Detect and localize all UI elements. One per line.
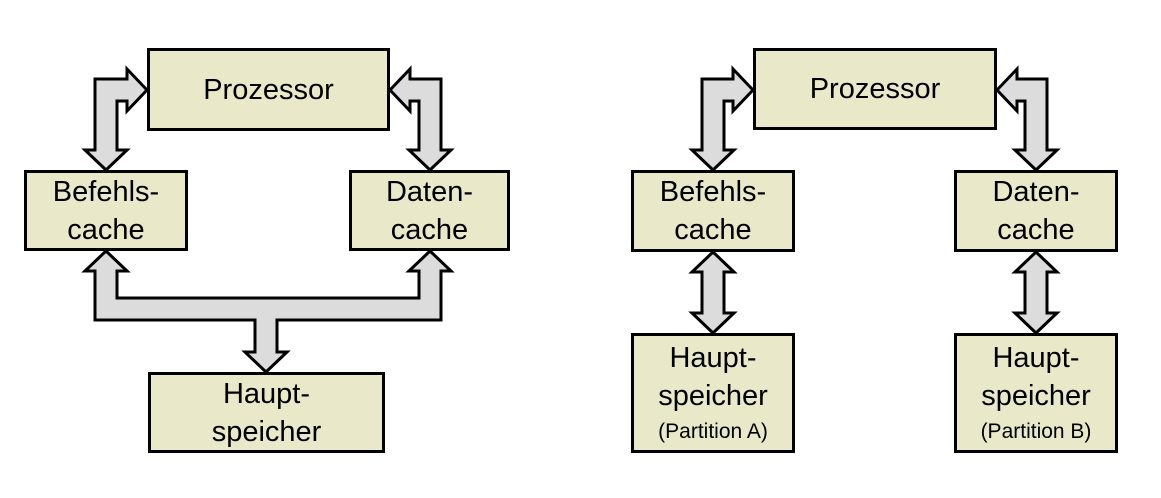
node-label-line2: speicher xyxy=(211,415,322,448)
node-label-line2: cache xyxy=(674,214,752,246)
node-label-line1: Daten- xyxy=(992,176,1080,208)
node-label-line1: Daten- xyxy=(385,175,474,208)
node-label: Prozessor xyxy=(203,73,334,106)
node-prozessor-left: Prozessor xyxy=(147,48,390,131)
node-label-line1: Haupt- xyxy=(222,377,311,410)
node-label-line2: cache xyxy=(997,214,1075,246)
arrow-right-prozessor-datencache xyxy=(994,65,1061,173)
node-prozessor-right: Prozessor xyxy=(753,48,997,130)
node-label-line2: cache xyxy=(390,213,469,246)
node-datencache-left: Daten- cache xyxy=(349,170,510,251)
node-sublabel: (Partition B) xyxy=(980,420,1092,443)
node-label: Prozessor xyxy=(809,73,941,105)
node-label-line2: speicher xyxy=(981,380,1091,412)
arrow-left-prozessor-datencache xyxy=(387,65,455,173)
arrow-right-datencache-partition-b xyxy=(1011,249,1061,336)
arrow-right-befehlscache-partition-a xyxy=(688,249,738,336)
node-label-line2: cache xyxy=(67,213,145,246)
arrow-right-prozessor-befehlscache xyxy=(688,65,756,173)
node-label-line1: Befehls- xyxy=(659,176,767,208)
arrow-left-caches-hauptspeicher xyxy=(81,248,455,375)
node-label-line2: speicher xyxy=(658,380,768,412)
node-hauptspeicher-left: Haupt- speicher xyxy=(148,372,385,453)
node-befehlscache-right: Befehls- cache xyxy=(631,170,795,252)
node-label-line1: Haupt- xyxy=(669,342,757,374)
node-label-line1: Befehls- xyxy=(52,175,160,208)
node-befehlscache-left: Befehls- cache xyxy=(24,170,188,251)
node-datencache-right: Daten- cache xyxy=(954,170,1118,252)
node-sublabel: (Partition A) xyxy=(658,420,768,443)
node-hauptspeicher-partition-b: Haupt- speicher (Partition B) xyxy=(954,333,1118,453)
arrow-left-prozessor-befehlscache xyxy=(81,65,150,173)
node-hauptspeicher-partition-a: Haupt- speicher (Partition A) xyxy=(631,333,795,453)
node-label-line1: Haupt- xyxy=(992,342,1080,374)
